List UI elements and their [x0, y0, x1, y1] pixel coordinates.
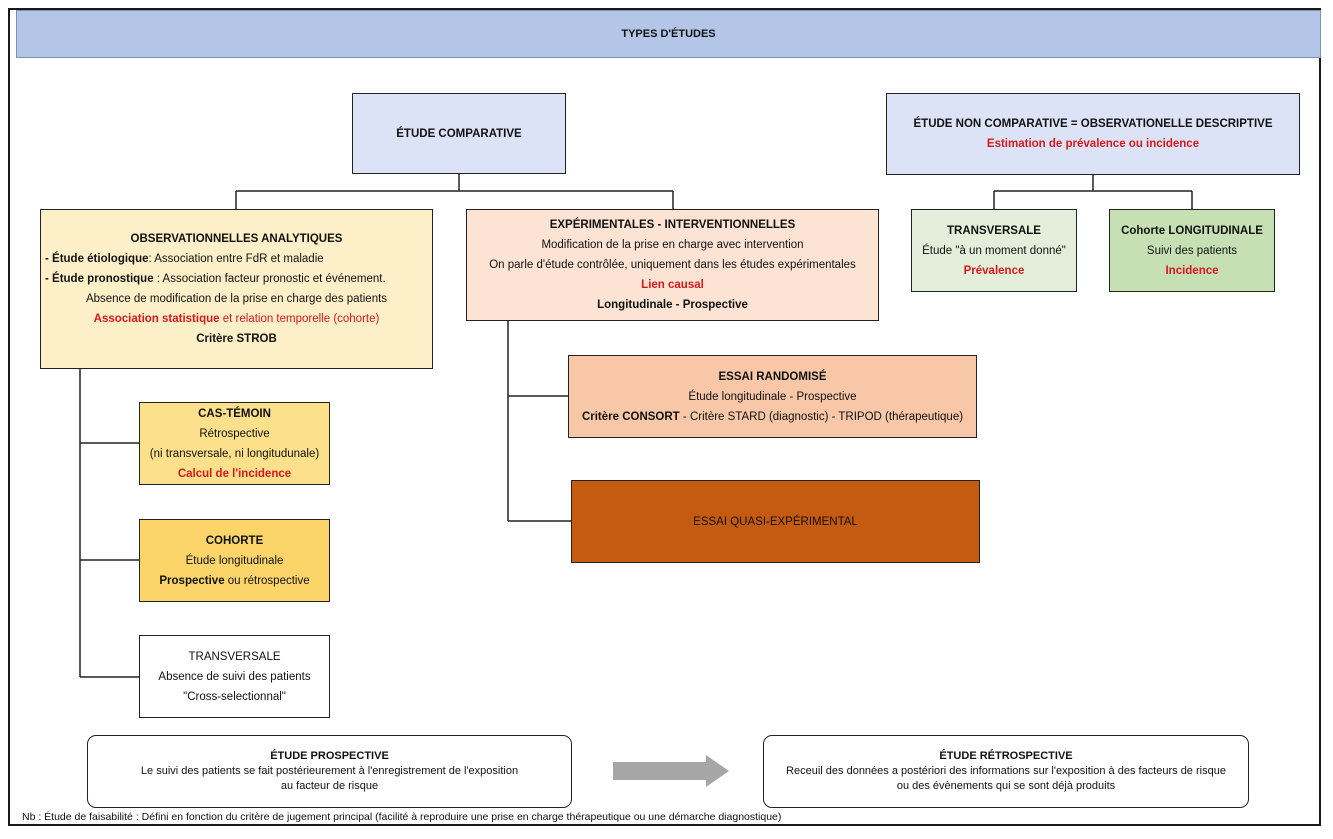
experimental-line: On parle d'étude contrôlée, uniquement d… — [489, 259, 856, 271]
prospective-study-title: ÉTUDE PROSPECTIVE — [270, 750, 389, 762]
non-comparative-study-box: ÉTUDE NON COMPARATIVE = OBSERVATIONELLE … — [886, 93, 1300, 175]
strob-criterion: Critère STROB — [196, 333, 277, 345]
non-comparative-study-title: ÉTUDE NON COMPARATIVE = OBSERVATIONELLE … — [913, 118, 1273, 130]
longitudinal-cohort-measure: Incidence — [1165, 264, 1219, 277]
case-control-box: CAS-TÉMOIN Rétrospective (ni transversal… — [139, 402, 330, 485]
quasi-experimental-box: ESSAI QUASI-EXPÉRIMENTAL — [571, 480, 980, 563]
descriptive-transversal-box: TRANSVERSALE Étude "à un moment donné" P… — [911, 209, 1077, 292]
causal-link: Lien causal — [641, 279, 704, 291]
transversal-line: Absence de suivi des patients — [158, 670, 311, 683]
diagram-frame — [8, 8, 1321, 826]
descriptive-transversal-title: TRANSVERSALE — [947, 224, 1041, 237]
experimental-interventional-box: EXPÉRIMENTALES - INTERVENTIONNELLES Modi… — [466, 209, 879, 321]
cohort-title: COHORTE — [205, 534, 264, 547]
randomized-trial-line: Étude longitudinale - Prospective — [688, 390, 857, 403]
diagram-title: TYPES D'ÉTUDES — [16, 10, 1321, 58]
cohort-line: Étude longitudinale — [185, 554, 284, 567]
etiological-study-line: - Étude étiologique: Association entre F… — [45, 253, 324, 265]
descriptive-transversal-measure: Prévalence — [963, 264, 1025, 277]
prognostic-study-line: - Étude pronostique : Association facteu… — [45, 273, 386, 285]
longitudinal-cohort-title: Cohorte LONGITUDINALE — [1121, 224, 1263, 237]
randomized-trial-box: ESSAI RANDOMISÉ Étude longitudinale - Pr… — [568, 355, 977, 438]
retrospective-study-title: ÉTUDE RÉTROSPECTIVE — [939, 750, 1073, 762]
quasi-experimental-title: ESSAI QUASI-EXPÉRIMENTAL — [693, 515, 858, 528]
comparative-study-box: ÉTUDE COMPARATIVE — [352, 93, 566, 174]
case-control-line: Rétrospective — [199, 427, 270, 440]
no-care-modification-line: Absence de modification de la prise en c… — [85, 293, 388, 305]
observational-analytic-title: OBSERVATIONNELLES ANALYTIQUES — [130, 233, 343, 245]
case-control-title: CAS-TÉMOIN — [198, 407, 271, 420]
cohort-design: Prospective ou rétrospective — [159, 574, 310, 587]
retrospective-study-box: ÉTUDE RÉTROSPECTIVE Receuil des données … — [763, 735, 1249, 808]
randomized-trial-title: ESSAI RANDOMISÉ — [718, 370, 827, 383]
feasibility-note: Nb : Étude de faisabilité : Défini en fo… — [22, 811, 782, 823]
cohort-box: COHORTE Étude longitudinale Prospective … — [139, 519, 330, 602]
experimental-title: EXPÉRIMENTALES - INTERVENTIONNELLES — [549, 219, 796, 231]
experimental-line: Modification de la prise en charge avec … — [541, 239, 804, 251]
descriptive-transversal-line: Étude "à un moment donné" — [922, 244, 1066, 257]
longitudinal-cohort-line: Suivi des patients — [1146, 244, 1238, 257]
comparative-study-title: ÉTUDE COMPARATIVE — [396, 127, 522, 140]
transversal-line: "Cross-selectionnal" — [183, 690, 286, 703]
prospective-study-box: ÉTUDE PROSPECTIVE Le suivi des patients … — [87, 735, 572, 808]
randomized-trial-criteria: Critère CONSORT - Critère STARD (diagnos… — [581, 410, 964, 423]
observational-analytic-box: OBSERVATIONNELLES ANALYTIQUES - Étude ét… — [40, 209, 433, 369]
statistical-association-line: Association statistique et relation temp… — [93, 313, 380, 325]
transversal-box: TRANSVERSALE Absence de suivi des patien… — [139, 635, 330, 718]
case-control-line: (ni transversale, ni longitudunale) — [149, 447, 320, 460]
case-control-measure: Calcul de l'incidence — [177, 467, 292, 480]
experimental-design: Longitudinale - Prospective — [597, 299, 748, 311]
longitudinal-cohort-box: Cohorte LONGITUDINALE Suivi des patients… — [1109, 209, 1275, 292]
transversal-title: TRANSVERSALE — [188, 650, 281, 663]
arrow-right-icon — [613, 755, 729, 787]
non-comparative-study-subtitle: Estimation de prévalence ou incidence — [986, 138, 1200, 150]
retrospective-study-text: Receuil des données a postériori des inf… — [786, 765, 1226, 792]
prospective-study-text: Le suivi des patients se fait postérieur… — [140, 765, 519, 792]
